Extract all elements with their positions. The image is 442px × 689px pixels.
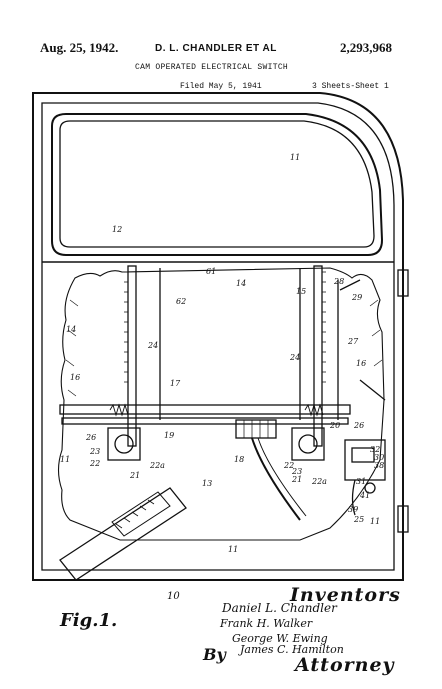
inventors-label: Inventors xyxy=(290,584,401,606)
svg-text:30: 30 xyxy=(374,453,384,462)
door-inner-frame xyxy=(41,102,395,571)
inventor-signature: George W. Ewing xyxy=(232,632,328,645)
by-label: By xyxy=(203,645,226,664)
svg-text:11: 11 xyxy=(290,153,300,162)
figure-label: Fig.1. xyxy=(60,610,118,631)
svg-text:39: 39 xyxy=(348,505,358,514)
svg-text:26: 26 xyxy=(353,421,364,430)
window-frame xyxy=(51,113,384,256)
cam-switch xyxy=(344,439,386,481)
svg-text:17: 17 xyxy=(170,379,181,388)
lower-hinge xyxy=(397,505,409,533)
panel-opening xyxy=(57,267,385,541)
crank-handle xyxy=(59,487,187,581)
reference-numerals: 11 12 14 14 15 16 16 17 18 19 20 21 21 2… xyxy=(60,153,384,554)
left-rack xyxy=(127,265,137,447)
door-outer-frame xyxy=(32,92,404,581)
svg-text:13: 13 xyxy=(202,479,212,488)
right-rack xyxy=(313,265,323,447)
svg-text:23: 23 xyxy=(291,467,302,476)
svg-text:29: 29 xyxy=(351,293,362,302)
svg-text:22a: 22a xyxy=(311,477,327,486)
inventor-signature: Daniel L. Chandler xyxy=(222,601,337,615)
svg-text:41: 41 xyxy=(359,491,370,500)
svg-text:22: 22 xyxy=(283,461,294,470)
window-glass xyxy=(59,120,375,248)
svg-text:32: 32 xyxy=(370,445,380,454)
inventor-signature: Frank H. Walker xyxy=(220,617,313,630)
right-gear-box xyxy=(291,427,325,461)
patent-title: CAM OPERATED ELECTRICAL SWITCH xyxy=(135,63,289,72)
switch-block xyxy=(235,419,277,439)
inventor-names: D. L. CHANDLER ET AL xyxy=(155,43,277,54)
svg-text:11: 11 xyxy=(60,455,70,464)
figure-reference-numeral: 10 xyxy=(167,591,180,602)
horizontal-shaft xyxy=(59,404,351,415)
svg-text:61: 61 xyxy=(206,267,216,276)
svg-text:22: 22 xyxy=(89,459,100,468)
attorney-label: Attorney xyxy=(295,654,395,676)
svg-text:21: 21 xyxy=(129,471,140,480)
svg-text:12: 12 xyxy=(112,225,122,234)
svg-text:14: 14 xyxy=(236,279,246,288)
svg-text:16: 16 xyxy=(356,359,366,368)
svg-text:19: 19 xyxy=(164,431,174,440)
patent-number: 2,293,968 xyxy=(340,40,392,55)
patent-date: Aug. 25, 1942. xyxy=(40,40,119,55)
svg-text:24: 24 xyxy=(147,341,158,350)
svg-text:26: 26 xyxy=(85,433,96,442)
svg-text:16: 16 xyxy=(70,373,80,382)
svg-text:15: 15 xyxy=(296,287,306,296)
svg-text:28: 28 xyxy=(333,277,344,286)
svg-text:11: 11 xyxy=(370,517,380,526)
svg-text:62: 62 xyxy=(176,297,186,306)
svg-text:20: 20 xyxy=(329,421,340,430)
filed-date: Filed May 5, 1941 xyxy=(180,82,262,91)
svg-text:23: 23 xyxy=(89,447,100,456)
svg-text:24: 24 xyxy=(289,353,300,362)
left-spring xyxy=(109,403,129,417)
svg-text:22a: 22a xyxy=(149,461,165,470)
svg-text:31: 31 xyxy=(356,477,366,486)
upper-hinge xyxy=(397,269,409,297)
svg-text:27: 27 xyxy=(347,337,359,346)
svg-text:21: 21 xyxy=(291,475,302,484)
svg-text:18: 18 xyxy=(234,455,244,464)
svg-text:14: 14 xyxy=(66,325,76,334)
svg-text:11: 11 xyxy=(228,545,238,554)
svg-text:25: 25 xyxy=(353,515,364,524)
sheet-count: 3 Sheets-Sheet 1 xyxy=(312,82,389,91)
svg-text:38: 38 xyxy=(374,461,384,470)
right-spring xyxy=(304,403,324,417)
attorney-signature: James C. Hamilton xyxy=(240,643,344,656)
wiring xyxy=(251,437,301,521)
left-gear-box xyxy=(107,427,141,461)
